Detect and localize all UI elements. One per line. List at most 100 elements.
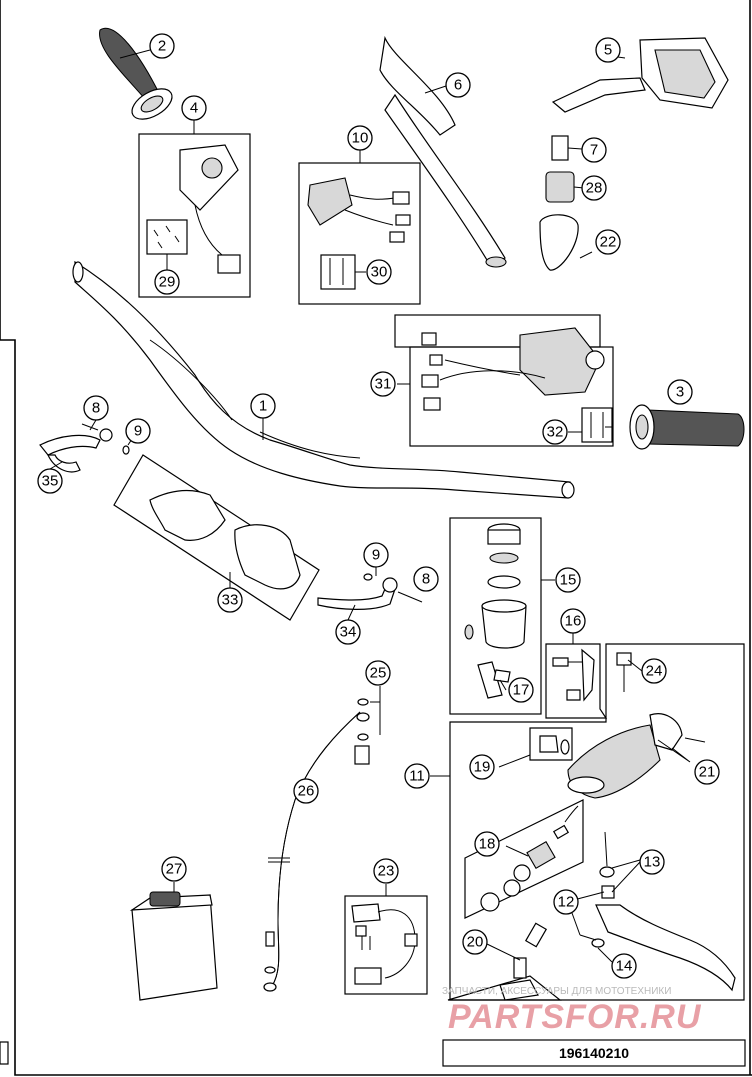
mirror-part — [551, 37, 729, 113]
callout-2: 2 — [149, 33, 175, 59]
handlebar-part — [72, 260, 575, 499]
callout-17: 17 — [508, 677, 534, 703]
callout-6-label: 6 — [454, 77, 462, 94]
callout-8a: 8 — [83, 395, 109, 421]
callout-20-label: 20 — [467, 934, 484, 951]
callout-4-label: 4 — [190, 100, 198, 117]
callout-31: 31 — [370, 371, 396, 397]
right-grip-part — [629, 404, 745, 450]
callout-19-label: 19 — [474, 759, 491, 776]
mirror-adapter-parts — [539, 135, 593, 271]
brake-fluid-can — [129, 882, 218, 1001]
callout-30-label: 30 — [371, 264, 388, 281]
callout-28-label: 28 — [586, 180, 603, 197]
callout-25: 25 — [365, 660, 391, 686]
callout-8a-label: 8 — [92, 400, 100, 417]
callout-19: 19 — [469, 754, 495, 780]
right-guard-mount — [317, 573, 423, 610]
callout-26-label: 26 — [298, 783, 315, 800]
ignition-switch-box — [298, 150, 421, 305]
lever-bolt-box — [545, 632, 608, 719]
callout-11-label: 11 — [409, 768, 425, 785]
callout-7-label: 7 — [590, 142, 598, 159]
callout-12: 12 — [553, 889, 579, 915]
hand-guard-box — [113, 454, 320, 621]
callout-34: 34 — [335, 619, 361, 645]
callout-16-label: 16 — [565, 613, 582, 630]
callout-31-label: 31 — [375, 376, 392, 393]
reservoir-box — [449, 517, 555, 715]
callout-9b-label: 9 — [372, 547, 380, 564]
callout-7: 7 — [581, 137, 607, 163]
callout-2-label: 2 — [158, 38, 166, 55]
callout-15: 15 — [555, 567, 581, 593]
callout-24: 24 — [641, 658, 667, 684]
callout-21-label: 21 — [699, 764, 716, 781]
right-switch-box — [394, 314, 614, 447]
callout-30: 30 — [366, 259, 392, 285]
callout-12-label: 12 — [558, 894, 575, 911]
callout-26: 26 — [293, 778, 319, 804]
master-cylinder-box — [430, 643, 745, 1001]
document-number-box: 196140210 — [442, 1039, 746, 1067]
callout-18: 18 — [474, 831, 500, 857]
callout-1-label: 1 — [259, 398, 267, 415]
callout-5: 5 — [595, 37, 621, 63]
callout-32-label: 32 — [547, 424, 564, 441]
lever-guard-part — [379, 35, 507, 268]
callout-6: 6 — [445, 72, 471, 98]
left-guard-mount — [39, 423, 130, 473]
callouts: 1 2 3 4 5 6 7 8 8 9 9 10 11 12 13 14 15 … — [37, 33, 720, 979]
brake-switch-box — [344, 884, 428, 995]
callout-24-label: 24 — [646, 663, 663, 680]
callout-27-label: 27 — [166, 861, 183, 878]
callout-23: 23 — [373, 858, 399, 884]
callout-4: 4 — [181, 95, 207, 121]
callout-9a-label: 9 — [134, 423, 142, 440]
watermark-line1: ЗАПЧАСТИ, АКСЕССУАРЫ ДЛЯ МОТОТЕХНИКИ — [442, 986, 671, 997]
callout-14-label: 14 — [616, 958, 633, 975]
callout-35: 35 — [37, 468, 63, 494]
brake-line-part — [263, 686, 381, 992]
callout-5-label: 5 — [604, 42, 612, 59]
callout-10: 10 — [347, 125, 373, 151]
callout-13-label: 13 — [644, 854, 661, 871]
callout-3: 3 — [667, 379, 693, 405]
callout-18-label: 18 — [479, 836, 496, 853]
left-switch-box — [138, 120, 251, 298]
callout-29-label: 29 — [159, 274, 176, 291]
callout-28: 28 — [581, 175, 607, 201]
callout-1: 1 — [250, 393, 276, 419]
callout-32: 32 — [542, 419, 568, 445]
piston-kit-part — [464, 799, 584, 919]
bleed-screw-part — [616, 652, 632, 692]
callout-14: 14 — [611, 953, 637, 979]
callout-33-label: 33 — [222, 592, 239, 609]
callout-25-label: 25 — [370, 665, 387, 682]
callout-10-label: 10 — [352, 130, 369, 147]
callout-9a: 9 — [125, 418, 151, 444]
callout-11: 11 — [404, 763, 430, 789]
callout-35-label: 35 — [42, 473, 59, 490]
callout-8b: 8 — [413, 566, 439, 592]
callout-16: 16 — [560, 608, 586, 634]
callout-13: 13 — [639, 849, 665, 875]
callout-29: 29 — [154, 269, 180, 295]
callout-22-label: 22 — [600, 234, 617, 251]
callout-8b-label: 8 — [422, 571, 430, 588]
callout-15-label: 15 — [560, 572, 577, 589]
callout-22: 22 — [595, 229, 621, 255]
callout-20: 20 — [462, 929, 488, 955]
brake-switch-part — [447, 922, 562, 1001]
brake-lever-part — [579, 831, 736, 992]
left-grip-part — [99, 27, 173, 120]
callout-27: 27 — [161, 856, 187, 882]
callout-33: 33 — [217, 587, 243, 613]
document-number: 196140210 — [559, 1045, 629, 1061]
watermark: ЗАПЧАСТИ, АКСЕССУАРЫ ДЛЯ МОТОТЕХНИКИ PAR… — [442, 986, 701, 1036]
callout-34-label: 34 — [340, 624, 357, 641]
callout-23-label: 23 — [378, 863, 395, 880]
callout-17-label: 17 — [513, 682, 530, 699]
